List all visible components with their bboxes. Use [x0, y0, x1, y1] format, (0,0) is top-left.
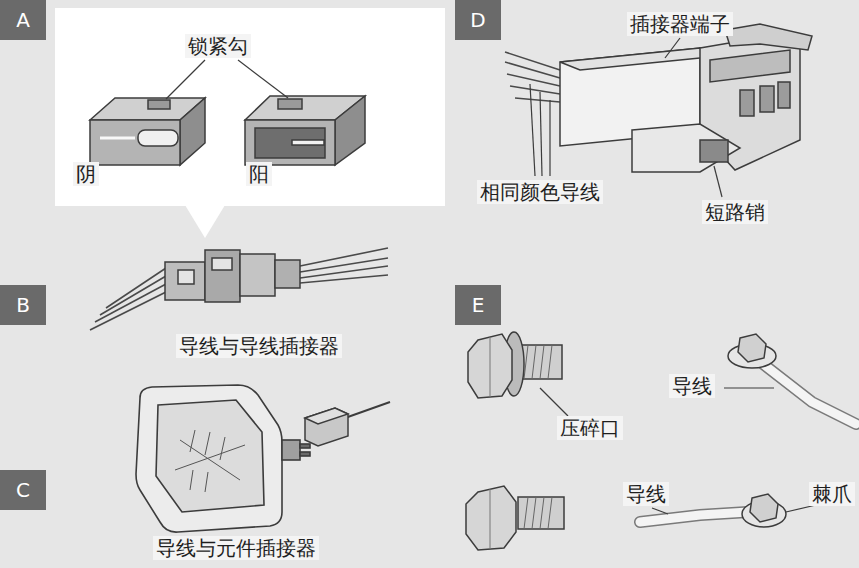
- leader-line: [530, 38, 722, 197]
- panel-letter: E: [455, 285, 501, 325]
- panel-letter-text: D: [470, 8, 485, 32]
- wire-bundle: [505, 52, 560, 102]
- panel-letter-text: B: [16, 293, 30, 317]
- headlight: [136, 385, 310, 532]
- part-label: 插接器端子: [627, 12, 733, 36]
- part-label: 锁紧勾: [185, 34, 251, 58]
- ground-terminal: [728, 334, 856, 424]
- part-label: 阴: [73, 162, 99, 186]
- part-label: 导线与导线插接器: [176, 334, 342, 358]
- bolt: [468, 332, 562, 398]
- part-label: 短路销: [702, 200, 768, 224]
- panel-letter-text: C: [16, 478, 30, 502]
- part-label: 压碎口: [557, 416, 623, 440]
- panel-letter-text: A: [16, 8, 30, 32]
- callout-panel: [55, 8, 445, 206]
- panel-letter: A: [0, 0, 46, 40]
- part-label: 导线与元件插接器: [153, 536, 319, 560]
- bolt: [466, 486, 564, 550]
- female-connector: [90, 98, 205, 165]
- male-connector: [245, 96, 365, 165]
- panel-letter: C: [0, 470, 46, 510]
- connector-block: [560, 24, 812, 172]
- part-label: 导线: [669, 374, 715, 398]
- callout-pointer: [185, 205, 225, 238]
- component-plug: [305, 402, 390, 446]
- part-label: 相同颜色导线: [477, 180, 603, 204]
- part-label: 阳: [246, 162, 272, 186]
- leader-line: [540, 388, 816, 514]
- part-label: 导线: [623, 482, 669, 506]
- panel-letter-text: E: [472, 293, 485, 317]
- leader-line: [166, 60, 288, 99]
- panel-letter: B: [0, 285, 46, 325]
- part-label: 棘爪: [809, 482, 855, 506]
- wire-bundle: [90, 248, 388, 330]
- wire-to-wire-connector: [165, 250, 300, 302]
- panel-letter: D: [455, 0, 501, 40]
